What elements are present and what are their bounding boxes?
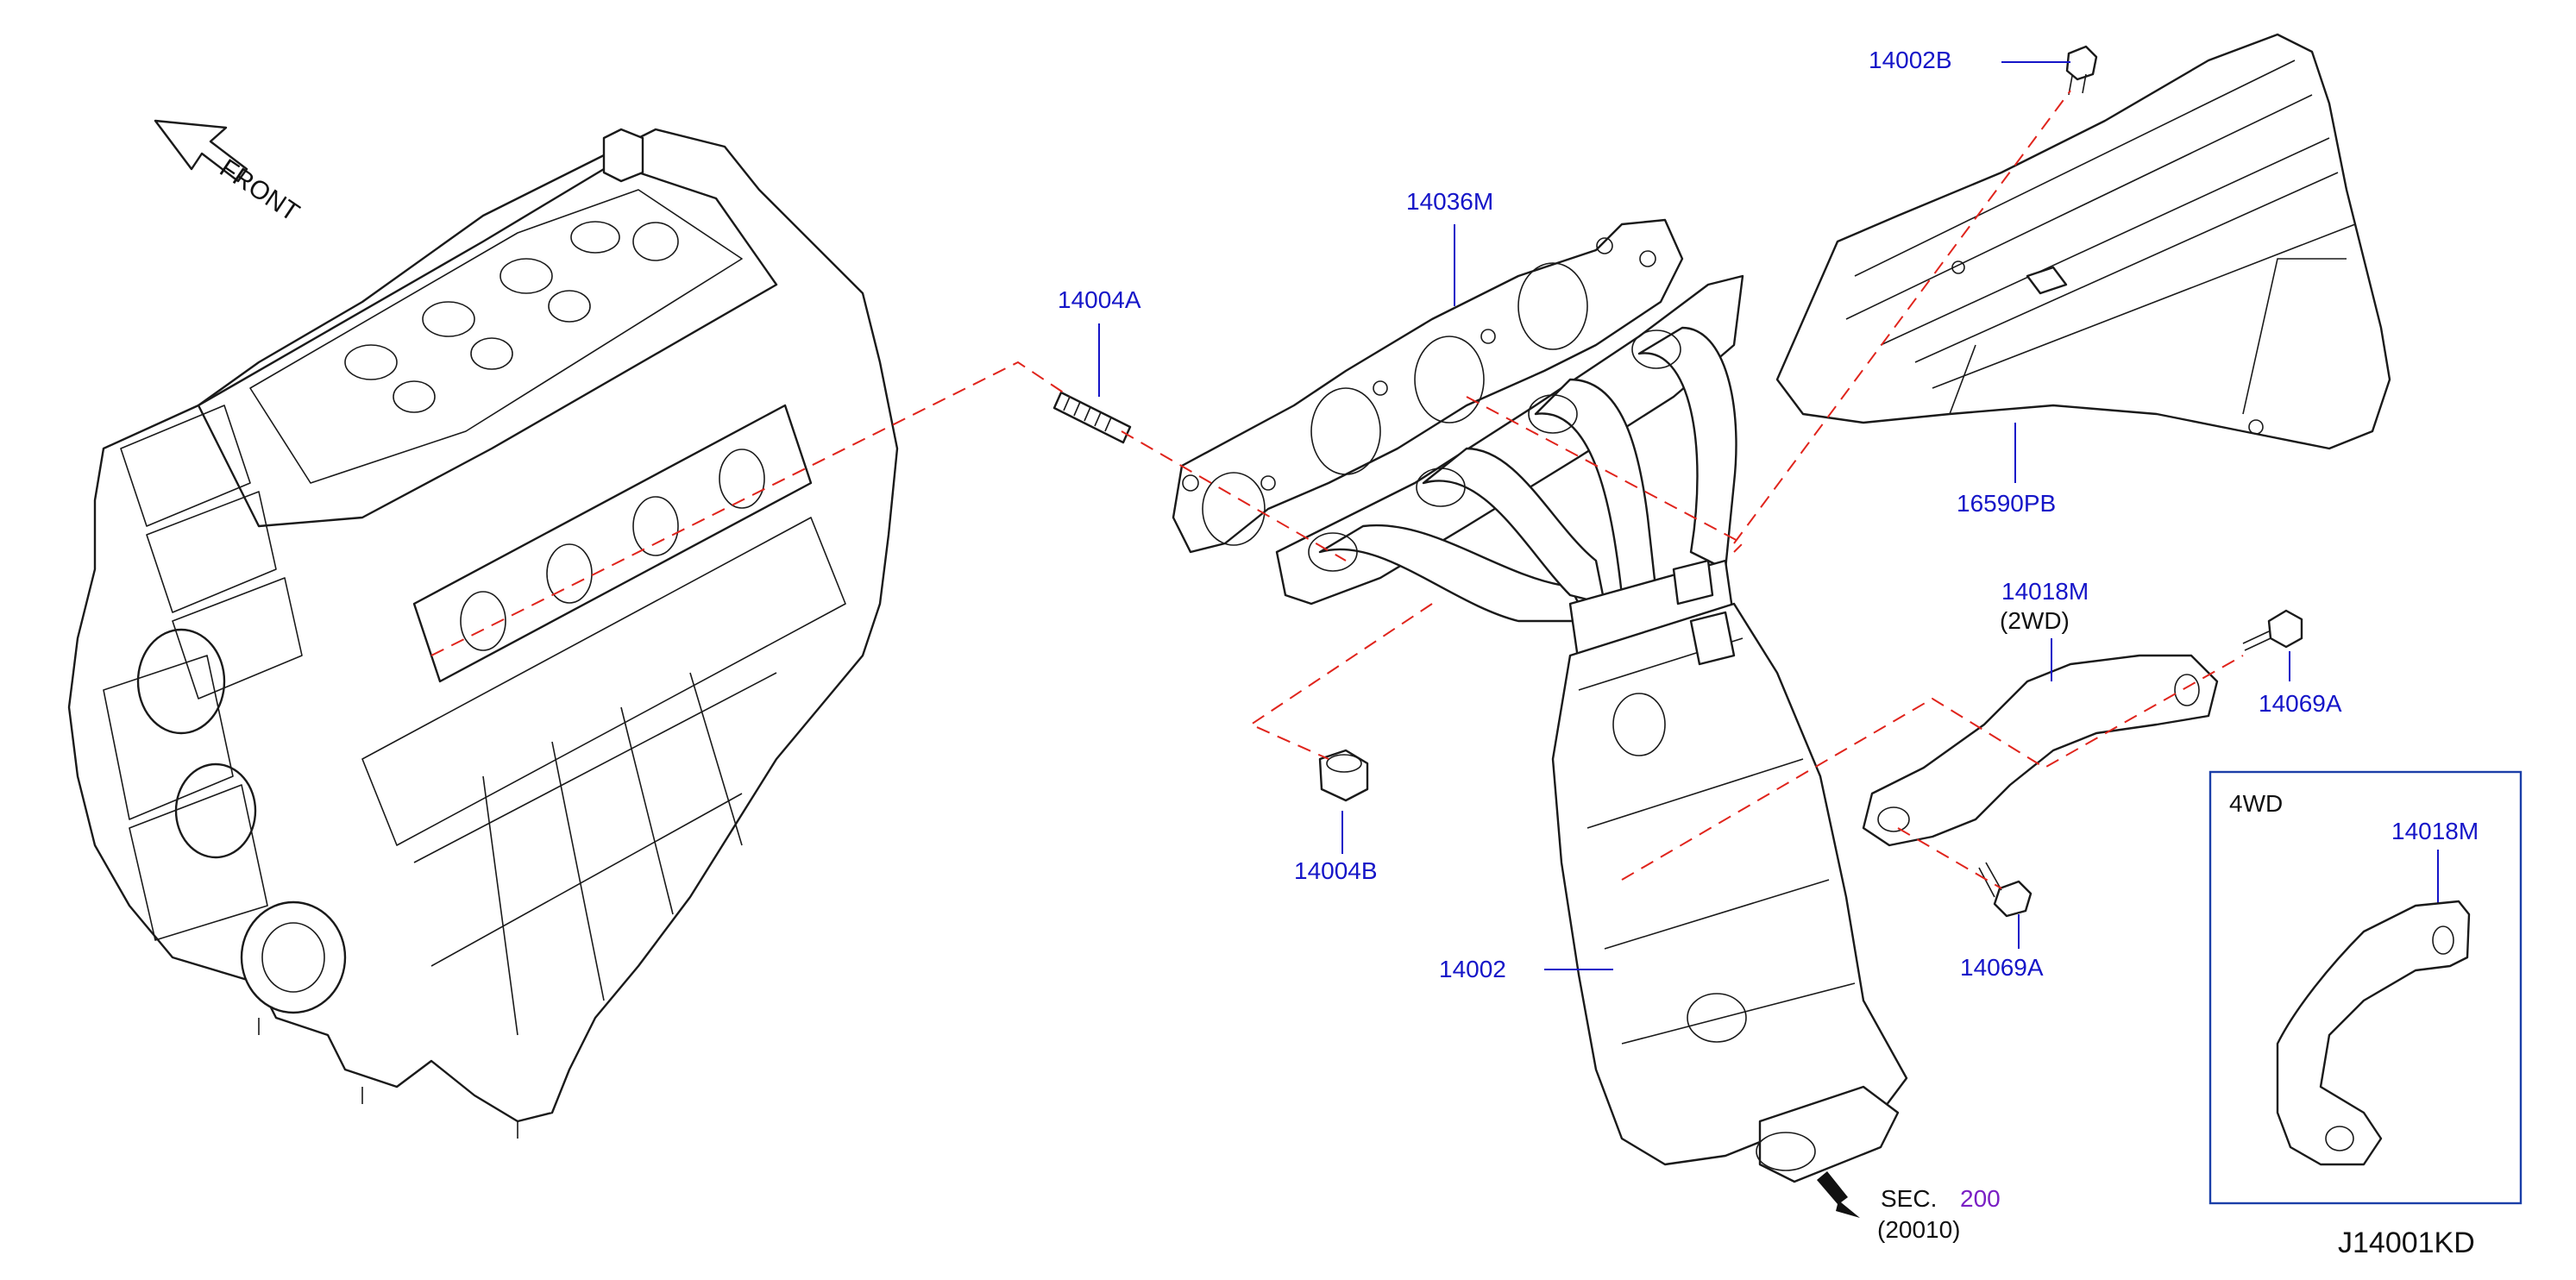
section-prefix: SEC. — [1881, 1185, 1938, 1212]
bolt-14069a-bottom — [1978, 862, 2033, 918]
exhaust-manifold — [1275, 274, 1908, 1183]
engine-block — [67, 128, 899, 1139]
part-label-16590pb[interactable]: 16590PB — [1957, 490, 2057, 517]
bolt-14069a-top — [2242, 609, 2303, 651]
note-2wd: (2WD) — [2000, 607, 2070, 634]
inset-title: 4WD — [2229, 790, 2284, 817]
part-label-14004a[interactable]: 14004A — [1058, 286, 1141, 313]
part-label-14069a-bottom[interactable]: 14069A — [1960, 954, 2044, 981]
assembly-guide-lines — [430, 90, 2244, 889]
part-label-14018m-2wd[interactable]: 14018M — [2001, 578, 2089, 605]
manifold-gasket — [1172, 218, 1684, 554]
bolt-14002b — [2065, 45, 2098, 96]
front-arrow-icon — [154, 119, 248, 183]
nut-14004b — [1318, 749, 1369, 802]
part-label-14002b[interactable]: 14002B — [1869, 47, 1952, 73]
heat-shield — [1775, 33, 2391, 450]
part-label-14069a-top[interactable]: 14069A — [2259, 690, 2342, 717]
part-label-14004b[interactable]: 14004B — [1294, 857, 1378, 884]
label-leader-lines — [1098, 61, 2439, 970]
part-label-14018m-4wd[interactable]: 14018M — [2391, 818, 2479, 844]
diagram-id: J14001KD — [2338, 1227, 2475, 1259]
part-label-14036m[interactable]: 14036M — [1406, 188, 1494, 215]
inset-4wd-box — [2208, 770, 2523, 1205]
stud-14004a — [1052, 391, 1132, 444]
part-label-14002[interactable]: 14002 — [1439, 956, 1506, 982]
bracket-2wd — [1862, 654, 2219, 847]
section-number[interactable]: 200 — [1960, 1185, 2001, 1212]
section-sub: (20010) — [1877, 1216, 1961, 1243]
section-arrow-icon — [1817, 1171, 1860, 1218]
